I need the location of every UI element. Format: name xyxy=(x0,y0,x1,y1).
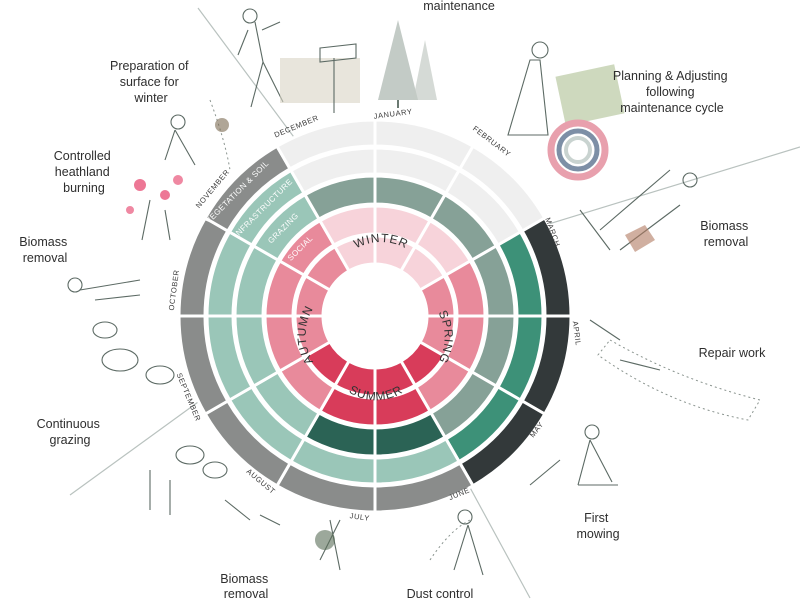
ring-5-december xyxy=(332,234,377,274)
activity-planning: Planning & Adjusting following maintenan… xyxy=(613,69,731,115)
ring-1-december xyxy=(274,118,377,171)
preparation-illustration xyxy=(164,99,231,171)
sketch-illustrations xyxy=(67,8,761,576)
tree-illustration xyxy=(378,20,437,108)
activity-labels: maintenance Planning & Adjusting followi… xyxy=(19,0,766,600)
heathland-illustration xyxy=(126,175,183,241)
activity-preparation-surface: Preparation of surface for winter xyxy=(110,59,192,105)
month-label-april: APRIL xyxy=(571,321,583,347)
month-label-july: JULY xyxy=(349,511,370,523)
mini-cycle-diagram xyxy=(547,119,609,181)
activity-first-mowing: First mowing xyxy=(576,511,619,541)
biomass-october-illustration xyxy=(67,277,141,339)
worker-illustration xyxy=(237,8,360,113)
activity-heathland-burning: Controlled heathland burning xyxy=(54,149,114,195)
season-label-summer: SUMMER xyxy=(347,382,405,403)
biomass-july-illustration xyxy=(224,499,341,571)
mowing-illustration xyxy=(529,424,618,486)
activity-biomass-removal-october: Biomass removal xyxy=(19,235,70,265)
repair-illustration xyxy=(589,319,761,421)
month-label-january: JANUARY xyxy=(373,107,413,121)
planner-illustration xyxy=(507,41,625,136)
ring-4-december xyxy=(317,204,377,248)
season-labels: WINTER SPRING SUMMER AUTUMN xyxy=(295,231,456,404)
season-label-spring: SPRING xyxy=(436,308,456,366)
grazing-illustration xyxy=(101,348,228,515)
season-label-autumn: AUTUMN xyxy=(295,303,316,367)
activity-repair-work: Repair work xyxy=(699,346,766,360)
activity-biomass-removal-july: Biomass removal xyxy=(220,572,271,600)
cycle-centre xyxy=(325,266,425,366)
biomass-march-illustration xyxy=(579,169,698,252)
season-dividers xyxy=(69,7,800,599)
activity-biomass-removal-march: Biomass removal xyxy=(700,219,751,249)
activity-maintenance: maintenance xyxy=(423,0,495,13)
ring-3-december xyxy=(302,174,377,222)
cycle-rings xyxy=(177,118,573,514)
activity-dust-control: Dust control xyxy=(407,587,474,600)
activity-continuous-grazing: Continuous grazing xyxy=(37,417,104,447)
ring-2-december xyxy=(288,146,377,196)
dust-illustration xyxy=(429,509,484,576)
